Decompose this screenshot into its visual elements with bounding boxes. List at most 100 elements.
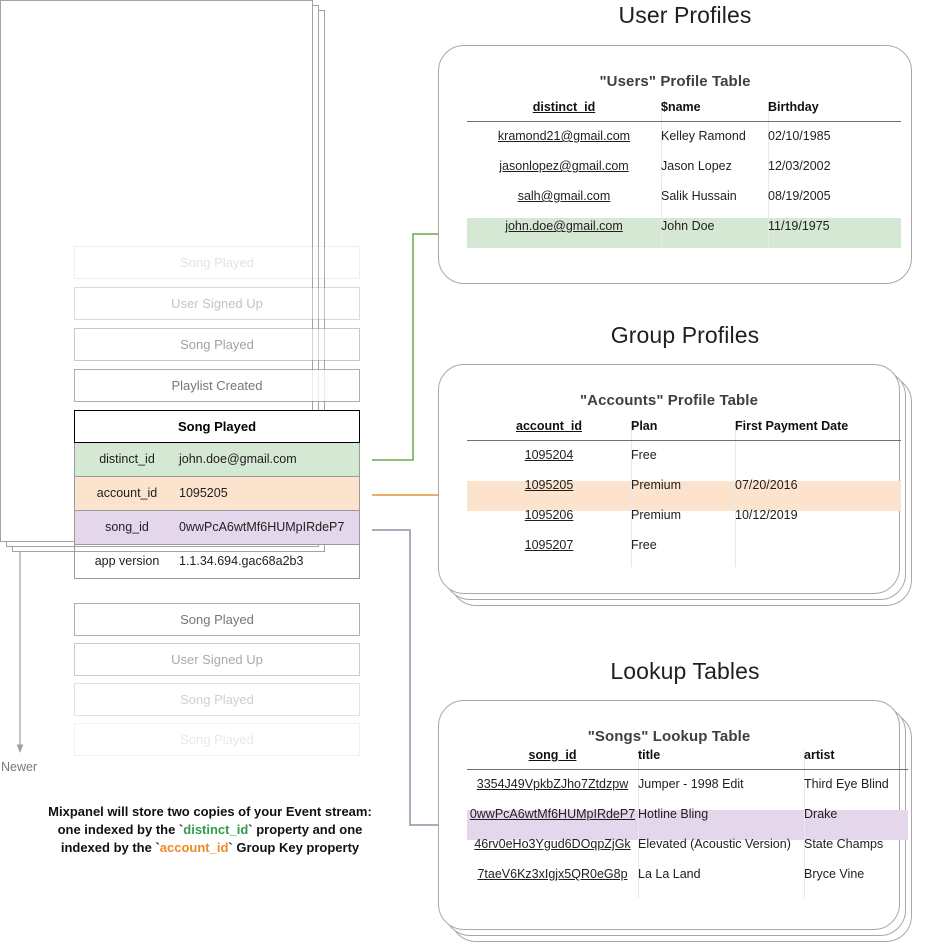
property-value: 0wwPcA6wtMf6HUMpIRdeP7 bbox=[179, 520, 345, 534]
table-header-row: distinct_id $name Birthday bbox=[467, 100, 901, 121]
column-header-plan: Plan bbox=[631, 419, 658, 433]
table-row[interactable]: 46rv0eHo3Ygud6DOqpZjGk Elevated (Acousti… bbox=[467, 829, 908, 859]
cell-song-id: 46rv0eHo3Ygud6DOqpZjGk bbox=[474, 837, 631, 851]
cell-song-id: 3354J49VpkbZJho7Ztdzpw bbox=[476, 777, 629, 791]
caption-line-3: indexed by the `account_id` Group Key pr… bbox=[30, 839, 390, 857]
cell-name: Kelley Ramond bbox=[661, 129, 746, 143]
songs-col-divider-1 bbox=[638, 750, 639, 898]
caption-line-2: one indexed by the `distinct_id` propert… bbox=[30, 821, 390, 839]
accounts-header-rule bbox=[467, 440, 901, 442]
caption-line-1: Mixpanel will store two copies of your E… bbox=[48, 804, 372, 819]
songs-lookup-table-panel: "Songs" Lookup Table song_id title artis… bbox=[438, 700, 908, 930]
caption-text: ` property and one bbox=[248, 822, 363, 837]
event-property-song-id[interactable]: song_id 0wwPcA6wtMf6HUMpIRdeP7 bbox=[74, 511, 360, 545]
column-header-birthday: Birthday bbox=[768, 100, 819, 114]
table-row-highlighted[interactable]: 0wwPcA6wtMf6HUMpIRdeP7 Hotline Bling Dra… bbox=[467, 799, 908, 829]
property-value: 1095205 bbox=[179, 486, 228, 500]
caption-token-distinct-id: distinct_id bbox=[183, 822, 249, 837]
cell-first-payment-date bbox=[735, 440, 901, 470]
songs-col-divider-2 bbox=[804, 750, 805, 898]
event-item[interactable]: User Signed Up bbox=[74, 287, 360, 320]
event-item[interactable]: Playlist Created bbox=[74, 369, 360, 402]
cell-name: John Doe bbox=[661, 219, 715, 233]
cell-birthday: 02/10/1985 bbox=[768, 129, 831, 143]
property-key: app version bbox=[94, 554, 160, 568]
cell-distinct-id: kramond21@gmail.com bbox=[497, 129, 631, 143]
cell-title: La La Land bbox=[638, 867, 701, 881]
cell-first-payment-date: 10/12/2019 bbox=[735, 508, 798, 522]
songs-table-caption: "Songs" Lookup Table bbox=[587, 728, 751, 745]
caption-text: ` Group Key property bbox=[228, 840, 360, 855]
cell-plan: Premium bbox=[631, 478, 682, 492]
caption-token-account-id: account_id bbox=[159, 840, 229, 855]
event-property-distinct-id[interactable]: distinct_id john.doe@gmail.com bbox=[74, 443, 360, 477]
event-item[interactable]: Song Played bbox=[74, 683, 360, 716]
table-row-highlighted[interactable]: john.doe@gmail.com John Doe 11/19/1975 bbox=[467, 211, 901, 241]
property-key: account_id bbox=[96, 486, 158, 500]
column-header-distinct-id: distinct_id bbox=[532, 100, 596, 114]
cell-birthday: 11/19/1975 bbox=[768, 219, 830, 233]
event-item-focused[interactable]: Song Played bbox=[74, 410, 360, 443]
songs-header-rule bbox=[467, 769, 908, 771]
table-row[interactable]: kramond21@gmail.com Kelley Ramond 02/10/… bbox=[467, 121, 901, 151]
users-profile-table-panel: "Users" Profile Table distinct_id $name … bbox=[438, 45, 912, 284]
group-profiles-title: Group Profiles bbox=[610, 322, 760, 348]
accounts-col-divider-2 bbox=[735, 421, 736, 567]
cell-first-payment-date: 07/20/2016 bbox=[735, 478, 798, 492]
users-col-divider-2 bbox=[768, 102, 769, 248]
cell-song-id: 7taeV6Kz3xIgjx5QR0eG8p bbox=[477, 867, 628, 881]
table-header-row: account_id Plan First Payment Date bbox=[467, 419, 901, 440]
accounts-table-caption: "Accounts" Profile Table bbox=[579, 392, 759, 409]
caption-text: indexed by the ` bbox=[60, 840, 160, 855]
user-profiles-title: User Profiles bbox=[618, 2, 752, 28]
caption-text: one indexed by the ` bbox=[57, 822, 184, 837]
table-row[interactable]: salh@gmail.com Salik Hussain 08/19/2005 bbox=[467, 181, 901, 211]
cell-plan: Free bbox=[631, 538, 657, 552]
column-header-account-id: account_id bbox=[516, 419, 582, 433]
column-header-artist: artist bbox=[804, 748, 835, 762]
event-item[interactable]: Song Played bbox=[74, 723, 360, 756]
property-key: distinct_id bbox=[99, 452, 155, 466]
cell-account-id: 1095207 bbox=[524, 538, 574, 552]
event-item[interactable]: Song Played bbox=[74, 246, 360, 279]
accounts-profile-table-panel: "Accounts" Profile Table account_id Plan… bbox=[438, 364, 901, 594]
songs-lookup-table: song_id title artist 3354J49VpkbZJho7Ztd… bbox=[467, 748, 908, 889]
event-item[interactable]: Song Played bbox=[74, 603, 360, 636]
event-stream-caption: Mixpanel will store two copies of your E… bbox=[30, 803, 390, 857]
event-stream-panel: Song Played User Signed Up Song Played P… bbox=[60, 228, 390, 788]
group-profiles-card bbox=[438, 364, 900, 594]
cell-name: Jason Lopez bbox=[661, 159, 732, 173]
cell-birthday: 08/19/2005 bbox=[768, 189, 831, 203]
cell-song-id: 0wwPcA6wtMf6HUMpIRdeP7 bbox=[469, 807, 636, 821]
cell-account-id: 1095204 bbox=[524, 448, 574, 462]
cell-plan: Free bbox=[631, 448, 657, 462]
event-property-app-version[interactable]: app version 1.1.34.694.gac68a2b3 bbox=[74, 545, 360, 579]
table-row[interactable]: 3354J49VpkbZJho7Ztdzpw Jumper - 1998 Edi… bbox=[467, 769, 908, 799]
accounts-col-divider-1 bbox=[631, 421, 632, 567]
users-col-divider-1 bbox=[661, 102, 662, 248]
cell-artist: Third Eye Blind bbox=[804, 777, 889, 791]
table-header-row: song_id title artist bbox=[467, 748, 908, 769]
table-row[interactable]: 7taeV6Kz3xIgjx5QR0eG8p La La Land Bryce … bbox=[467, 859, 908, 889]
accounts-profile-table: account_id Plan First Payment Date 10952… bbox=[467, 419, 901, 560]
cell-distinct-id: john.doe@gmail.com bbox=[505, 219, 623, 233]
column-header-title: title bbox=[638, 748, 661, 762]
event-item[interactable]: User Signed Up bbox=[74, 643, 360, 676]
property-key: song_id bbox=[105, 520, 149, 534]
column-header-song-id: song_id bbox=[528, 748, 577, 762]
table-row[interactable]: 1095204 Free bbox=[467, 440, 901, 470]
cell-title: Hotline Bling bbox=[638, 807, 709, 821]
table-row-highlighted[interactable]: 1095205 Premium 07/20/2016 bbox=[467, 470, 901, 500]
table-row[interactable]: 1095207 Free bbox=[467, 530, 901, 560]
users-profile-table: distinct_id $name Birthday kramond21@gma… bbox=[467, 100, 901, 241]
cell-artist: Drake bbox=[804, 807, 838, 821]
table-row[interactable]: 1095206 Premium 10/12/2019 bbox=[467, 500, 901, 530]
cell-birthday: 12/03/2002 bbox=[768, 159, 831, 173]
property-value: 1.1.34.694.gac68a2b3 bbox=[179, 554, 304, 568]
cell-name: Salik Hussain bbox=[661, 189, 737, 203]
event-property-account-id[interactable]: account_id 1095205 bbox=[74, 477, 360, 511]
cell-title: Elevated (Acoustic Version) bbox=[638, 837, 791, 851]
table-row[interactable]: jasonlopez@gmail.com Jason Lopez 12/03/2… bbox=[467, 151, 901, 181]
event-item[interactable]: Song Played bbox=[74, 328, 360, 361]
cell-distinct-id: salh@gmail.com bbox=[517, 189, 611, 203]
